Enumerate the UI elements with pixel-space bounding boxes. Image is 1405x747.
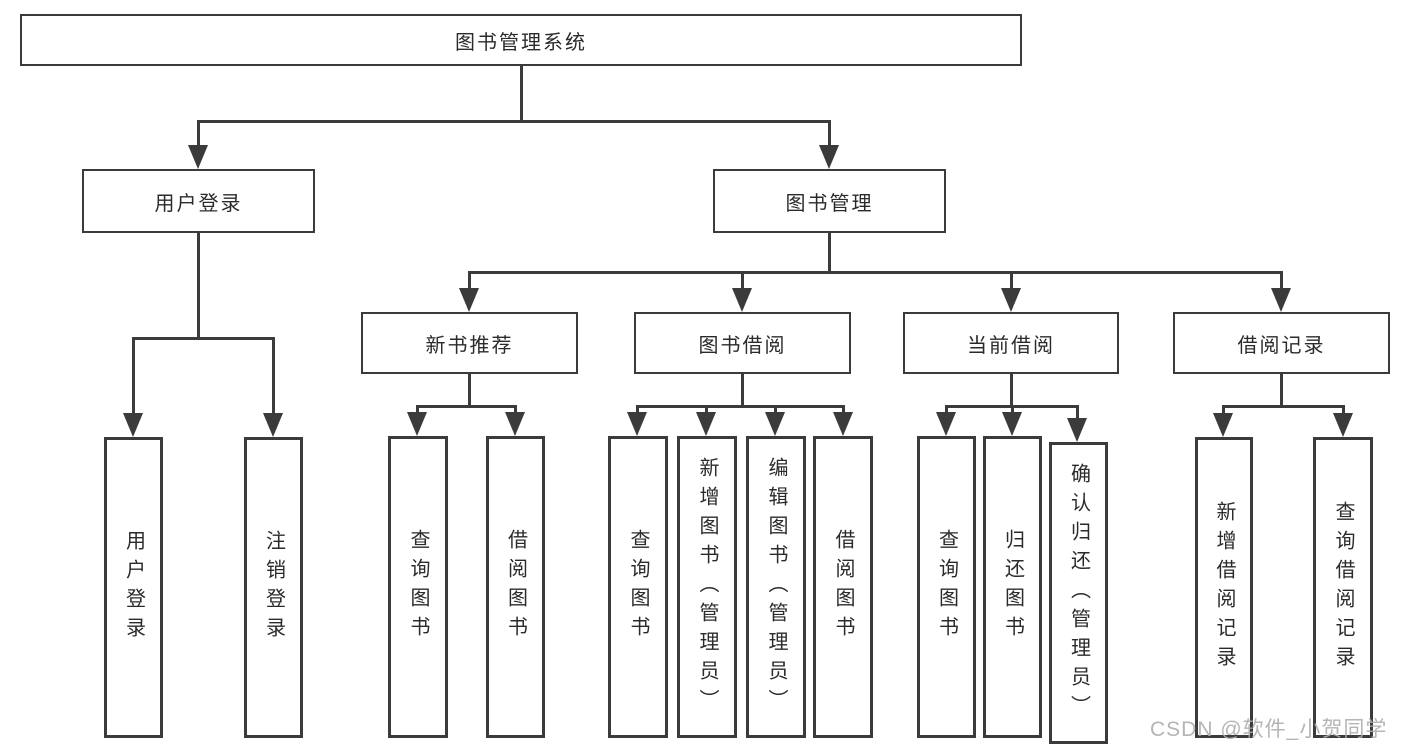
edge-drop-nb-query: [416, 405, 419, 417]
edge-drop-br-query: [1342, 405, 1345, 417]
edge-drop-ul-logout: [272, 337, 275, 417]
arrowhead-book-borrow-icon: [732, 288, 752, 312]
node-bb-add-book-label: 新增图书（管理员）: [696, 456, 718, 718]
edge-drop-new-book-rec: [468, 271, 471, 293]
node-ul-logout: 注销登录: [244, 437, 303, 738]
node-book-mgmt: 图书管理: [713, 169, 946, 233]
arrowhead-br-add-icon: [1213, 413, 1233, 437]
edge-drop-user-login: [197, 120, 200, 150]
edge-drop-bb-query: [636, 405, 639, 417]
arrowhead-bb-query-icon: [627, 412, 647, 436]
node-bb-edit-book: 编辑图书（管理员）: [746, 436, 806, 738]
node-current-borrow-label: 当前借阅: [967, 334, 1055, 357]
arrowhead-bb-borrow-icon: [833, 412, 853, 436]
edge-drop-book-borrow: [741, 271, 744, 293]
edge-root-branch: [197, 120, 831, 123]
edge-drop-current-borrow: [1010, 271, 1013, 293]
node-br-add-record-label: 新增借阅记录: [1213, 500, 1235, 675]
edge-drop-cb-query: [945, 405, 948, 417]
watermark: CSDN @软件_小贺同学: [1150, 718, 1388, 741]
edge-drop-cb-confirm: [1076, 405, 1079, 421]
node-cb-return-book-label: 归还图书: [1001, 529, 1024, 645]
edge-borrow-record-branch: [1222, 405, 1344, 408]
node-borrow-record: 借阅记录: [1173, 312, 1390, 374]
node-bb-query-book: 查询图书: [608, 436, 668, 738]
arrowhead-bb-add-icon: [696, 412, 716, 436]
arrowhead-ul-logout-icon: [263, 413, 283, 437]
arrowhead-br-query-icon: [1333, 413, 1353, 437]
edge-book-borrow-branch: [636, 405, 845, 408]
node-cb-query-book: 查询图书: [917, 436, 976, 738]
arrowhead-cb-return-icon: [1002, 412, 1022, 436]
arrowhead-nb-borrow-icon: [505, 412, 525, 436]
edge-drop-bb-borrow: [842, 405, 845, 417]
node-ul-logout-label: 注销登录: [262, 529, 285, 646]
node-br-add-record: 新增借阅记录: [1195, 437, 1253, 738]
edge-book-mgmt-stub: [828, 233, 831, 274]
edge-root-stub: [520, 64, 523, 120]
node-cb-confirm-return-label: 确认归还（管理员）: [1067, 462, 1090, 724]
node-book-borrow-label: 图书借阅: [698, 334, 787, 357]
edge-book-borrow-stub: [741, 374, 744, 408]
node-nb-query-book-label: 查询图书: [407, 529, 429, 645]
edge-drop-ul-user-login: [132, 337, 135, 417]
edge-drop-bb-edit: [774, 405, 777, 417]
edge-new-book-rec-branch: [416, 405, 517, 408]
node-new-book-rec: 新书推荐: [361, 312, 578, 374]
node-br-query-record: 查询借阅记录: [1313, 437, 1373, 738]
node-bb-borrow-book-label: 借阅图书: [832, 529, 854, 645]
arrowhead-ul-user-login-icon: [123, 413, 143, 437]
edge-drop-borrow-record: [1280, 271, 1283, 293]
edge-book-mgmt-branch: [468, 271, 1282, 274]
node-bb-query-book-label: 查询图书: [627, 529, 649, 645]
node-nb-query-book: 查询图书: [388, 436, 448, 738]
edge-user-login-stub: [197, 233, 200, 340]
edge-drop-br-add: [1222, 405, 1225, 417]
node-ul-user-login-label: 用户登录: [122, 529, 145, 646]
edge-user-login-branch: [132, 337, 275, 340]
node-borrow-record-label: 借阅记录: [1237, 334, 1326, 357]
node-root: 图书管理系统: [20, 14, 1022, 66]
edge-drop-nb-borrow: [514, 405, 517, 417]
arrowhead-new-book-rec-icon: [459, 288, 479, 312]
edge-drop-bb-add: [705, 405, 708, 417]
node-book-borrow: 图书借阅: [634, 312, 851, 374]
node-book-mgmt-label: 图书管理: [785, 192, 874, 215]
node-new-book-rec-label: 新书推荐: [425, 334, 514, 357]
node-nb-borrow-book-label: 借阅图书: [504, 529, 527, 645]
arrowhead-cb-query-icon: [936, 412, 956, 436]
node-user-login-label: 用户登录: [154, 192, 243, 215]
node-current-borrow: 当前借阅: [903, 312, 1119, 374]
arrowhead-current-borrow-icon: [1001, 288, 1021, 312]
edge-drop-cb-return: [1011, 405, 1014, 417]
node-ul-user-login: 用户登录: [104, 437, 163, 738]
arrowhead-user-login-icon: [188, 145, 208, 169]
node-root-label: 图书管理系统: [455, 31, 587, 54]
edge-drop-book-mgmt: [828, 120, 831, 150]
arrowhead-bb-edit-icon: [765, 412, 785, 436]
edge-new-book-rec-stub: [468, 374, 471, 408]
node-br-query-record-label: 查询借阅记录: [1332, 500, 1354, 675]
edge-borrow-record-stub: [1280, 374, 1283, 408]
node-bb-add-book: 新增图书（管理员）: [677, 436, 737, 738]
node-nb-borrow-book: 借阅图书: [486, 436, 545, 738]
node-bb-borrow-book: 借阅图书: [813, 436, 873, 738]
node-user-login: 用户登录: [82, 169, 315, 233]
node-cb-query-book-label: 查询图书: [935, 529, 958, 645]
arrowhead-nb-query-icon: [407, 412, 427, 436]
arrowhead-book-mgmt-icon: [819, 145, 839, 169]
node-cb-confirm-return: 确认归还（管理员）: [1049, 442, 1108, 744]
arrowhead-borrow-record-icon: [1271, 288, 1291, 312]
node-cb-return-book: 归还图书: [983, 436, 1042, 738]
arrowhead-cb-confirm-icon: [1067, 418, 1087, 442]
edge-current-borrow-stub: [1010, 374, 1013, 408]
node-bb-edit-book-label: 编辑图书（管理员）: [765, 456, 787, 718]
